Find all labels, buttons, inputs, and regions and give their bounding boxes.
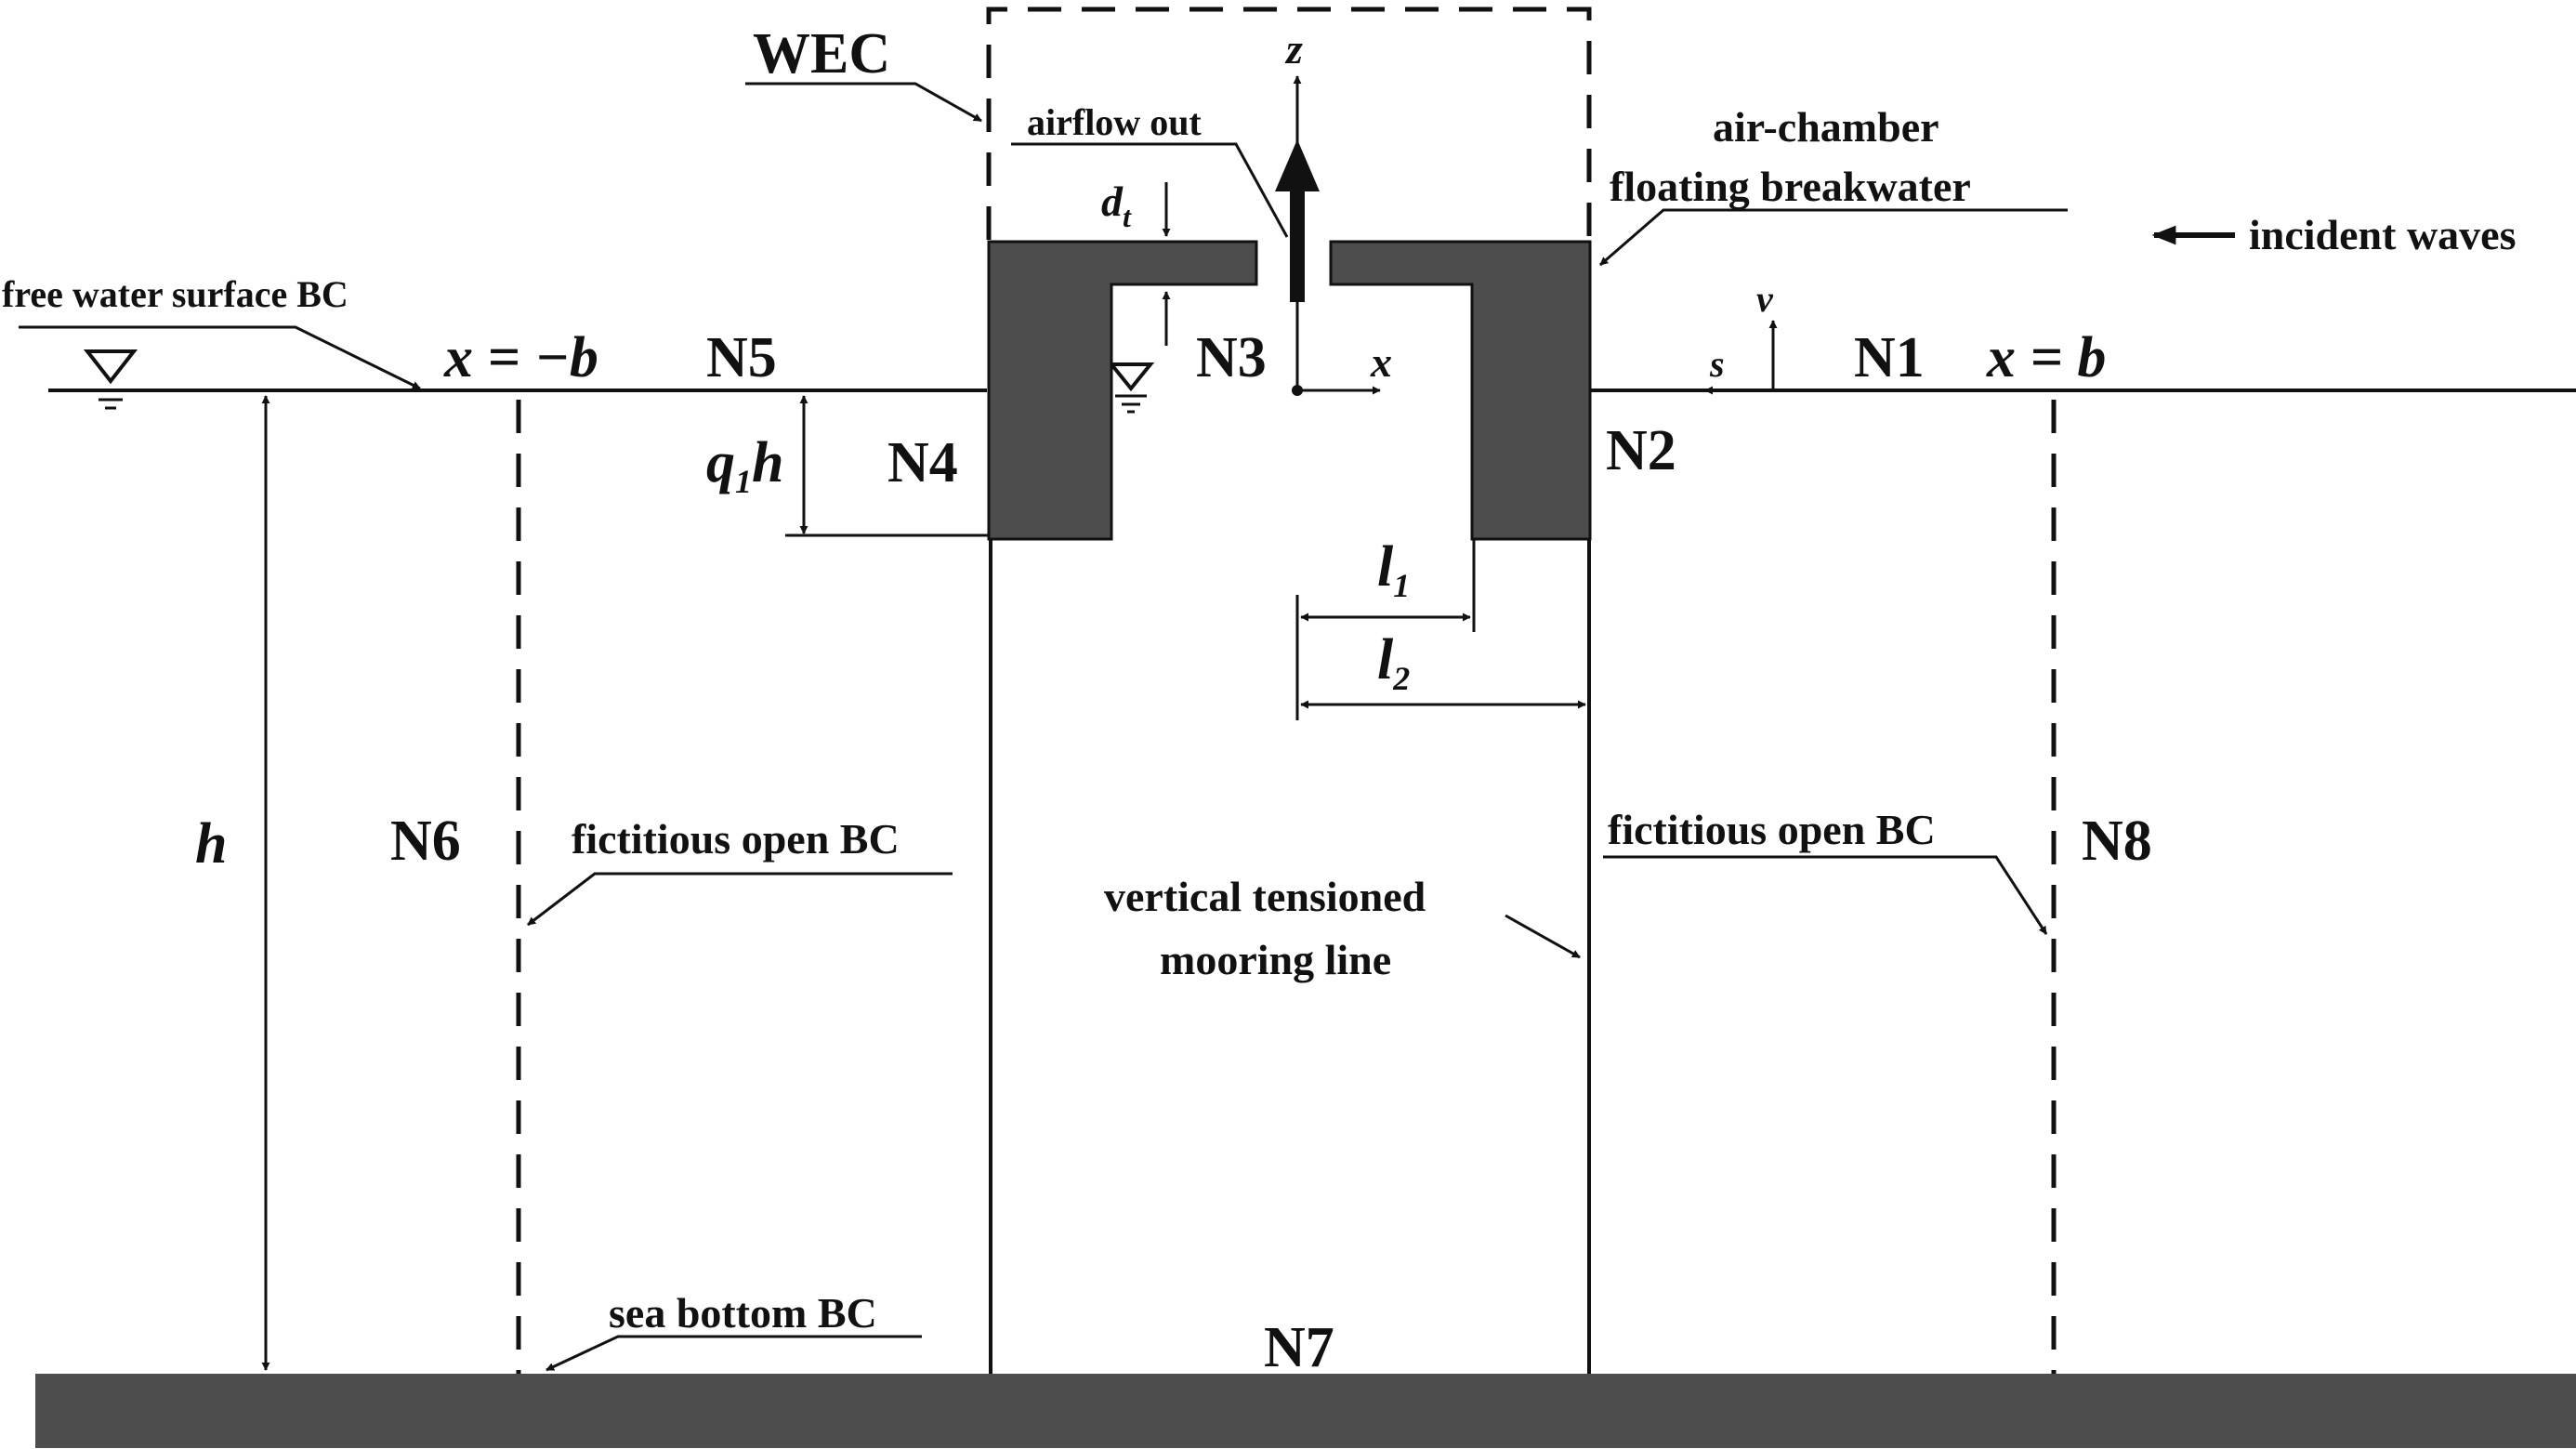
h-label: h <box>195 812 227 876</box>
incident-waves-label: incident waves <box>2249 211 2517 258</box>
free-surface-bc-leader <box>19 325 421 390</box>
z-axis-label: z <box>1284 25 1303 72</box>
mooring-label-line1: vertical tensioned <box>1104 873 1426 920</box>
node-n5: N5 <box>706 326 777 389</box>
node-n2: N2 <box>1606 419 1676 482</box>
fictitious-right-label: fictitious open BC <box>1608 806 1936 853</box>
l1-label: l1 <box>1377 535 1410 604</box>
dt-label: dt <box>1101 178 1132 233</box>
air-chamber-label-line1: air-chamber <box>1713 103 1939 151</box>
x-minus-b-label: x = −b <box>443 326 598 389</box>
wec-boundary <box>986 7 1592 240</box>
sea-bottom-bc-label: sea bottom BC <box>609 1289 877 1337</box>
wec-label: WEC <box>753 22 890 86</box>
mooring-label-line2: mooring line <box>1160 936 1391 983</box>
airflow-out-label: airflow out <box>1027 101 1202 143</box>
free-surface-symbol-left <box>83 349 138 410</box>
air-chamber-label-line2: floating breakwater <box>1610 163 1971 210</box>
s-axis-label: s <box>1709 343 1725 385</box>
fictitious-left-label: fictitious open BC <box>572 815 900 863</box>
wec-leader <box>745 82 982 123</box>
airflow-leader <box>1011 142 1289 238</box>
sea-bottom-leader <box>545 1335 922 1372</box>
sea-bottom <box>35 1374 2576 1448</box>
v-axis-label: v <box>1756 278 1774 320</box>
breakwater-right-body <box>1329 240 1592 541</box>
mooring-leader <box>1505 914 1581 959</box>
free-surface-symbol-chamber <box>1107 362 1155 414</box>
node-n3: N3 <box>1196 326 1267 389</box>
origin-dot <box>1292 385 1303 396</box>
node-n6: N6 <box>390 810 461 873</box>
free-surface-bc-label: free water surface BC <box>2 273 348 315</box>
q1h-label: q1h <box>706 431 783 500</box>
breakwater-left-body <box>987 240 1258 541</box>
x-axis-label: x <box>1370 338 1392 386</box>
node-n1: N1 <box>1854 326 1925 389</box>
node-n8: N8 <box>2082 810 2152 873</box>
node-n4: N4 <box>887 431 958 494</box>
fictitious-right-leader <box>1603 855 2048 935</box>
l2-label: l2 <box>1377 628 1410 697</box>
fictitious-left-leader <box>527 872 953 927</box>
node-n7: N7 <box>1264 1316 1334 1379</box>
air-chamber-leader <box>1599 208 2068 267</box>
x-plus-b-label: x = b <box>1986 326 2106 389</box>
